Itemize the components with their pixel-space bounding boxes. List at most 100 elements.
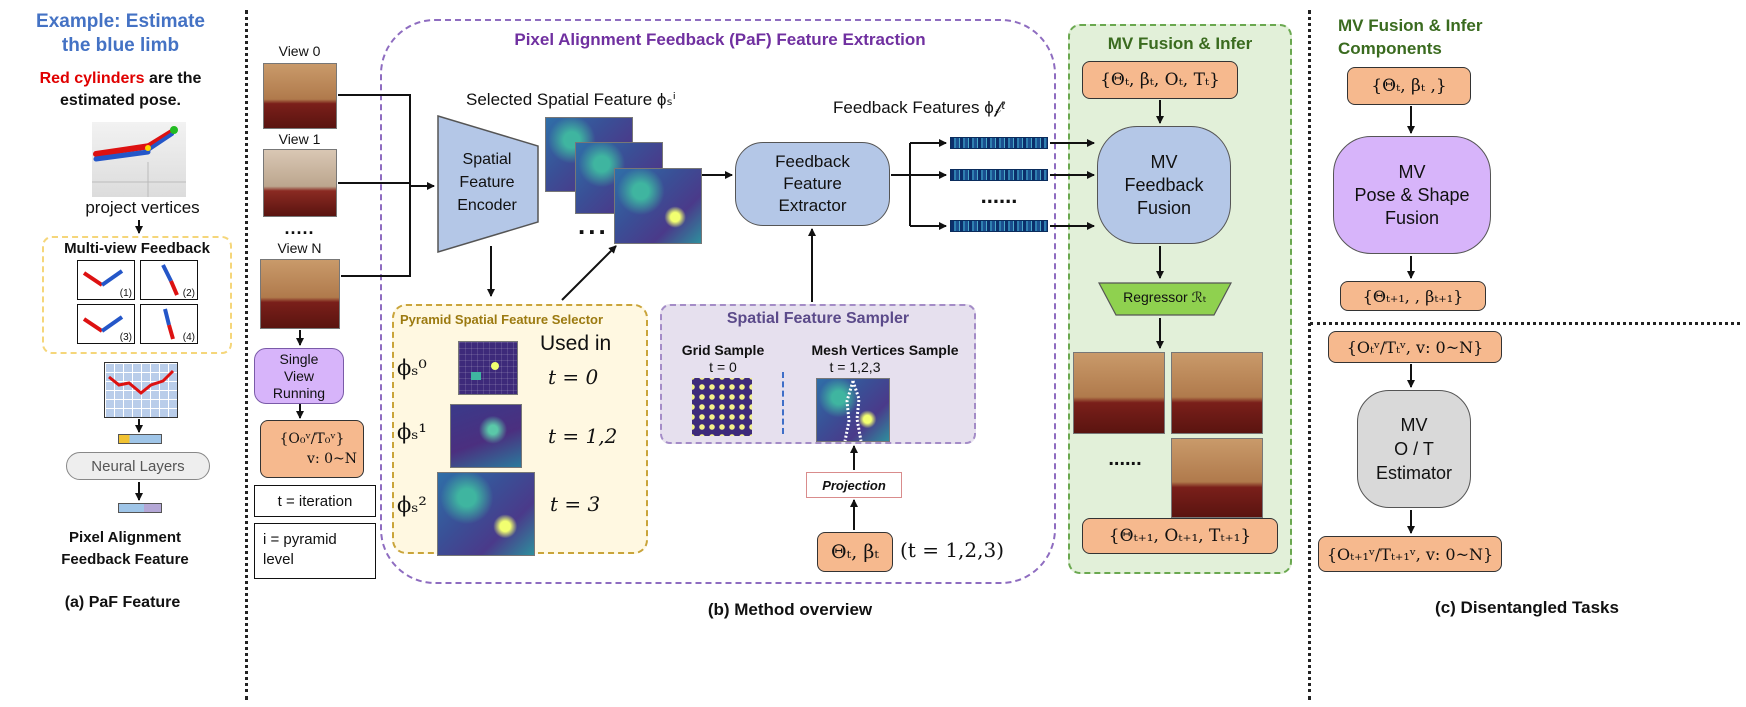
feedback-extractor-node: Feedback Feature Extractor <box>735 142 890 226</box>
example-title: Example: Estimate the blue limb <box>8 10 233 58</box>
feedback-view-4: (4) <box>140 304 198 344</box>
separator-b-c <box>1308 10 1311 700</box>
mv-fusion-title: MV Fusion & Infer <box>1107 34 1253 53</box>
mesh-sample-image <box>816 378 890 442</box>
mv-fusion-line-3: Fusion <box>1136 197 1192 218</box>
result-image-1 <box>1073 352 1165 434</box>
ot0-line-1: {O₀ᵛ/T₀ᵛ} <box>279 431 345 447</box>
encoder-line-1: Spatial <box>462 151 512 168</box>
theta-beta-label: Θₜ, βₜ <box>830 541 879 563</box>
theta-beta-node: Θₜ, βₜ <box>817 532 893 572</box>
feature-map-3 <box>614 168 702 244</box>
paf-extraction-title: Pixel Alignment Feedback (PaF) Feature E… <box>514 30 926 49</box>
projection-node: Projection <box>806 472 902 498</box>
neural-layers-label: Neural Layers <box>91 457 185 475</box>
red-note-line-2: estimated pose. <box>60 92 181 109</box>
pyramid-feature-0 <box>458 341 518 395</box>
mv-fusion-line-2: Feedback <box>1124 174 1204 195</box>
limb-render <box>92 122 186 197</box>
encoder-line-3: Encoder <box>457 197 517 214</box>
grid-sample-t: t = 0 <box>709 359 737 375</box>
mv-pose-shape-fusion-node: MV Pose & Shape Fusion <box>1333 136 1491 254</box>
pyramid-feature-2 <box>437 472 535 556</box>
red-cylinders-text: Red cylinders <box>39 70 145 87</box>
view-0-image <box>263 63 337 129</box>
pyramid-feature-1 <box>450 404 522 468</box>
phi-2-label: ϕₛ² <box>397 493 427 517</box>
feedback-view-2: (2) <box>140 260 198 300</box>
encoder-shape <box>437 114 539 254</box>
pose-fusion-line-2: Pose & Shape <box>1354 184 1470 205</box>
t-label-2: t = 3 <box>550 492 601 516</box>
mv-fusion-output: {Θₜ₊₁, Oₜ₊₁, Tₜ₊₁} <box>1108 526 1252 546</box>
arrows <box>135 94 1415 534</box>
result-image-2 <box>1171 352 1263 434</box>
mv-fusion-line-1: MV <box>1150 151 1178 172</box>
separator-a-b <box>245 10 248 700</box>
red-cylinders-note: Red cylinders are the estimated pose. <box>8 68 233 112</box>
view-n-image <box>260 259 340 329</box>
regressor-shape <box>1098 282 1232 316</box>
view-1-image <box>263 149 337 217</box>
example-line-1: Example: Estimate <box>36 11 205 32</box>
result-image-3 <box>1171 438 1263 518</box>
sub-label-2: (2) <box>182 288 195 299</box>
pose-fusion-line-3: Fusion <box>1384 207 1440 228</box>
legend-t-text: t = iteration <box>277 492 353 510</box>
panel-c-output1-node: {Θₜ₊₁, , βₜ₊₁} <box>1340 281 1486 311</box>
selected-feature-label: Selected Spatial Feature ϕₛⁱ <box>466 90 676 109</box>
single-view-line-2: View <box>283 367 315 384</box>
regressor-label: Regressor ℛₜ <box>1123 289 1207 305</box>
panel-c-output1: {Θₜ₊₁, , βₜ₊₁} <box>1362 286 1464 306</box>
pose-fusion-line-1: MV <box>1398 161 1426 182</box>
panel-c-output2-node: {Oₜ₊₁ᵛ/Tₜ₊₁ᵛ, v: 0~N} <box>1318 536 1502 572</box>
paf-caption: Pixel Alignment Feedback Feature <box>20 527 230 571</box>
grid-sample-label: Grid Sample <box>681 342 765 358</box>
t-label-1: t = 1,2 <box>548 424 618 448</box>
panel-c-separator <box>1310 322 1740 325</box>
feedback-view-3: (3) <box>77 304 135 344</box>
single-view-line-1: Single <box>279 350 319 367</box>
red-note-rest: are the <box>144 70 202 87</box>
estimator-line-2: O / T <box>1394 439 1434 459</box>
result-dots: ...... <box>1108 448 1142 470</box>
encoder-label: Spatial Feature Encoder <box>440 148 534 217</box>
view-1-label: View 1 <box>278 131 321 147</box>
panel-c-output2: {Oₜ₊₁ᵛ/Tₜ₊₁ᵛ, v: 0~N} <box>1326 544 1494 564</box>
extractor-line-2: Feature <box>783 174 842 193</box>
mesh-sample-label: Mesh Vertices Sample <box>811 342 959 358</box>
phi-1-label: ϕₛ¹ <box>397 420 427 444</box>
limb-render-svg <box>92 126 186 197</box>
neural-layers-node: Neural Layers <box>66 452 210 480</box>
feedback-strip-2 <box>950 169 1048 181</box>
paf-extraction-box <box>380 19 1056 584</box>
panel-c-input2: {Oₜᵛ/Tₜᵛ, v: 0~N} <box>1346 337 1484 357</box>
legend-i-line-1: i = pyramid <box>263 531 337 548</box>
extractor-line-3: Extractor <box>778 196 847 215</box>
single-view-line-3: Running <box>272 384 326 401</box>
feedback-strip-dots: ...... <box>980 183 1018 208</box>
estimator-line-3: Estimator <box>1375 463 1453 483</box>
used-in-label: Used in <box>540 332 612 355</box>
panel-c-title-line-2: Components <box>1338 39 1442 58</box>
panel-c-title: MV Fusion & Infer Components <box>1338 14 1483 60</box>
panel-a-caption: (a) PaF Feature <box>64 594 181 611</box>
theta-t-label: (t = 1,2,3) <box>900 538 1005 562</box>
encoder-line-2: Feature <box>459 174 515 191</box>
extractor-line-1: Feedback <box>775 152 850 171</box>
feature-sampler-title: Spatial Feature Sampler <box>726 310 910 327</box>
view-dots: ..... <box>284 218 315 238</box>
example-line-2: the blue limb <box>61 35 180 56</box>
feature-map-dots: ... <box>578 210 609 240</box>
mv-fusion-input-node: {Θₜ, βₜ, Oₜ, Tₜ} <box>1082 61 1238 99</box>
estimator-line-1: MV <box>1400 415 1428 435</box>
feedback-strip-1 <box>950 137 1048 149</box>
mesh-sample-t: t = 1,2,3 <box>829 359 881 375</box>
paf-vector <box>118 503 162 513</box>
feature-grid <box>104 362 178 418</box>
pyramid-selector-title: Pyramid Spatial Feature Selector <box>400 312 604 327</box>
mv-feedback-fusion-node: MV Feedback Fusion <box>1097 126 1231 244</box>
single-view-running-node: Single View Running <box>254 348 344 404</box>
legend-i-box: i = pyramid level <box>254 523 376 579</box>
